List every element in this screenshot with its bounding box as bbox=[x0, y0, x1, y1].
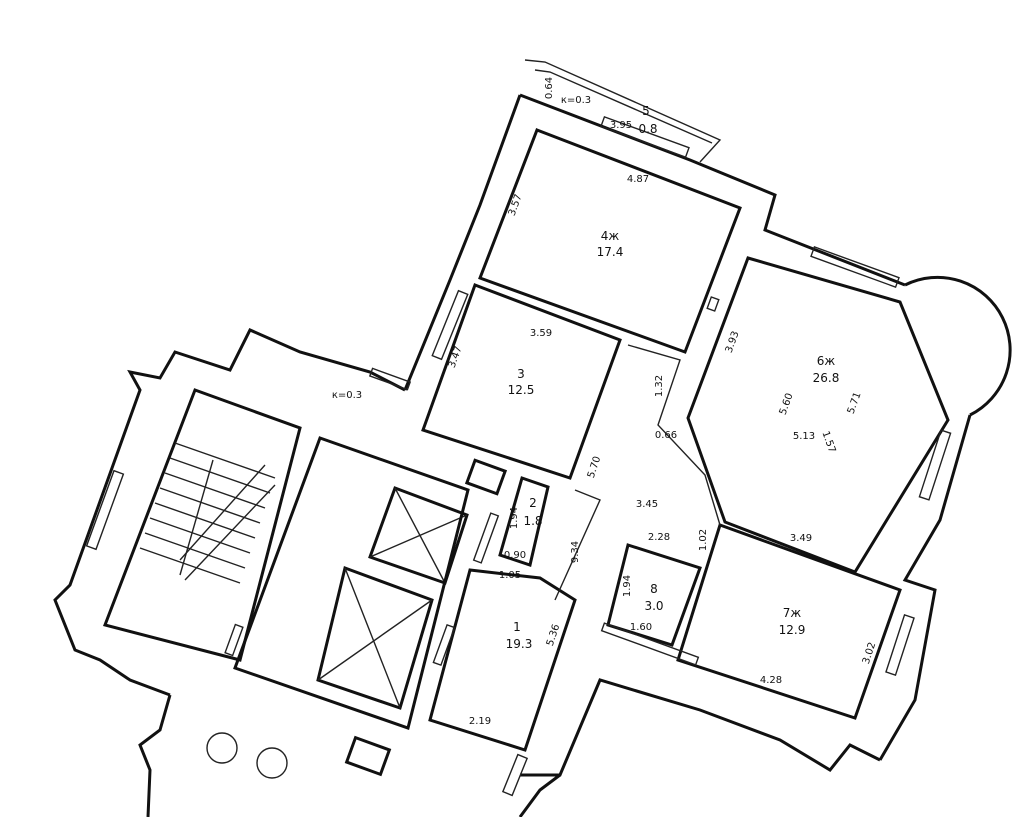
dim-1-94-b: 1.94 bbox=[622, 575, 633, 597]
window-lower bbox=[501, 753, 529, 797]
dim-5-60: 5.60 bbox=[778, 392, 796, 417]
room-6-outline bbox=[686, 256, 950, 574]
bathroom-circle-2 bbox=[256, 747, 288, 779]
room-2-area: 1.8 bbox=[523, 514, 542, 528]
dim-0-64: 0.64 bbox=[544, 77, 555, 99]
dim-1-02: 1.02 bbox=[698, 529, 709, 551]
room-1-area: 19.3 bbox=[506, 637, 533, 651]
room-2-number: 2 bbox=[529, 496, 537, 510]
room-7-area: 12.9 bbox=[779, 623, 806, 637]
window-room-6-top bbox=[810, 246, 900, 288]
window-room-6-right bbox=[918, 429, 952, 501]
dim-3-47: 3.47 bbox=[447, 345, 465, 370]
dim-3-45: 3.45 bbox=[636, 499, 658, 510]
elevator-shaft-2 bbox=[316, 566, 434, 710]
stair-steps bbox=[139, 442, 276, 584]
dim-3-49: 3.49 bbox=[790, 533, 812, 544]
room-1-outline bbox=[428, 568, 577, 752]
room-3-outline bbox=[421, 283, 622, 480]
dim-1-60: 1.60 bbox=[630, 622, 652, 633]
niche-lower bbox=[344, 735, 392, 777]
dim-1-57: 1.57 bbox=[819, 430, 837, 455]
rooms bbox=[421, 128, 950, 752]
dim-3-59: 3.59 bbox=[530, 328, 552, 339]
dim-5-71: 5.71 bbox=[846, 391, 864, 416]
window-hall bbox=[600, 622, 700, 666]
dim-3-57: 3.57 bbox=[507, 193, 525, 218]
room-6-area: 26.8 bbox=[813, 371, 840, 385]
room-7-outline bbox=[676, 523, 902, 720]
room-labels: 5 0.8 4ж 17.4 3 12.5 6ж 26.8 2 1.8 8 3.0… bbox=[506, 104, 840, 651]
dim-2-19: 2.19 bbox=[469, 716, 491, 727]
room-8-area: 3.0 bbox=[644, 599, 663, 613]
stairwell bbox=[85, 388, 302, 662]
dim-0-66: 0.66 bbox=[655, 430, 677, 441]
room-8-number: 8 bbox=[650, 582, 658, 596]
elevators bbox=[233, 436, 508, 730]
room-7-number: 7ж bbox=[783, 606, 802, 620]
room-4-area: 17.4 bbox=[597, 245, 624, 259]
shaft-box bbox=[464, 458, 508, 496]
door-slot-hall bbox=[432, 623, 456, 667]
dim-3-93: 3.93 bbox=[724, 330, 742, 355]
stairwell-outline bbox=[102, 388, 302, 662]
vent-marker bbox=[706, 296, 720, 312]
dim-3-95: 3.95 bbox=[610, 120, 632, 131]
door-slot-stair bbox=[224, 623, 244, 657]
window-room-7 bbox=[885, 614, 915, 676]
room-1-number: 1 bbox=[513, 620, 521, 634]
dim-4-28: 4.28 bbox=[760, 675, 782, 686]
room-6-number: 6ж bbox=[817, 354, 836, 368]
dim-1-05: 1.05 bbox=[499, 570, 521, 581]
room-2-outline bbox=[498, 476, 550, 567]
room-4-outline bbox=[478, 128, 742, 354]
bathroom-circle-1 bbox=[206, 732, 238, 764]
elevator-hall bbox=[233, 436, 470, 730]
dim-2-28: 2.28 bbox=[648, 532, 670, 543]
dim-1-32: 1.32 bbox=[654, 375, 665, 397]
door-slot-2 bbox=[472, 512, 500, 564]
window-room-4 bbox=[600, 116, 690, 158]
dim-5-13: 5.13 bbox=[793, 431, 815, 442]
windows bbox=[368, 116, 952, 797]
room-3-number: 3 bbox=[517, 367, 525, 381]
window-corridor bbox=[368, 367, 412, 391]
dim-1-94-a: 1.94 bbox=[509, 507, 520, 529]
room-4-number: 4ж bbox=[601, 229, 620, 243]
room-5-number: 5 bbox=[642, 104, 650, 118]
dim-9-34: 9.34 bbox=[570, 541, 581, 563]
dim-k-mid: к=0.3 bbox=[332, 390, 362, 401]
outer-walls bbox=[53, 59, 1012, 817]
room-5-area: 0.8 bbox=[638, 122, 657, 136]
dim-4-87: 4.87 bbox=[627, 174, 649, 185]
dim-0-90: 0.90 bbox=[504, 550, 526, 561]
dim-k-top: к=0.3 bbox=[561, 95, 591, 106]
fixtures bbox=[206, 296, 720, 779]
window-room-3 bbox=[431, 289, 469, 361]
stair-window bbox=[85, 469, 125, 551]
room-3-area: 12.5 bbox=[508, 383, 535, 397]
room-8-outline bbox=[606, 543, 702, 647]
dim-5-70: 5.70 bbox=[586, 455, 603, 480]
